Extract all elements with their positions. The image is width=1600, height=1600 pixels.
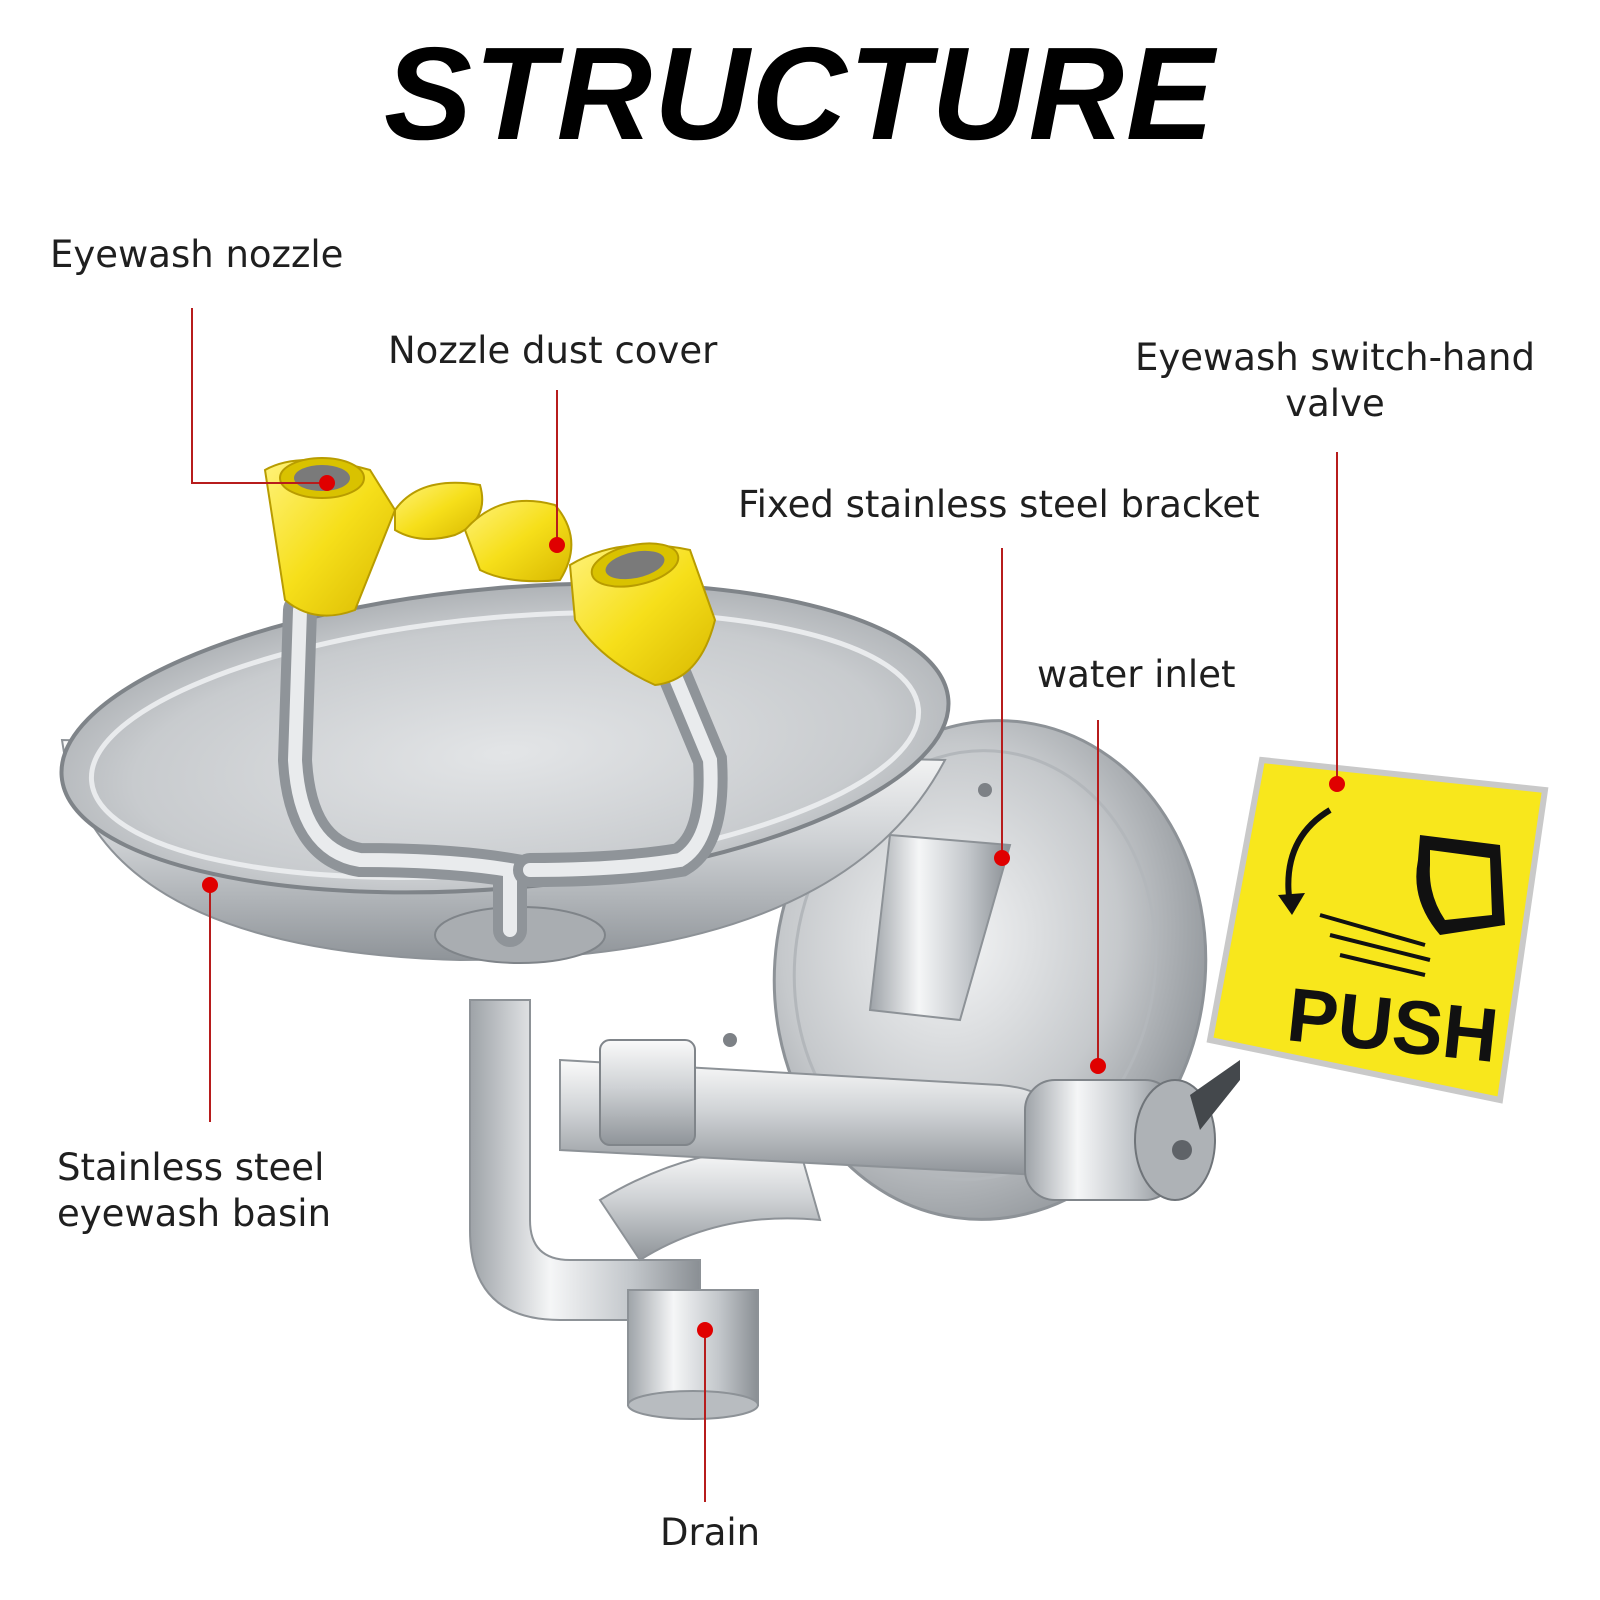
- leader-eyewash-nozzle: [191, 308, 325, 484]
- label-basin: Stainless steel eyewash basin: [57, 1145, 331, 1237]
- dot-switch-hand-valve: [1329, 776, 1345, 792]
- dot-eyewash-nozzle: [319, 475, 335, 491]
- page-title: STRUCTURE: [384, 20, 1216, 167]
- label-basin-line1: Stainless steel: [57, 1146, 325, 1189]
- marker-dots: [202, 475, 1345, 1338]
- dot-water-inlet: [1090, 1058, 1106, 1074]
- dot-drain: [697, 1322, 713, 1338]
- leader-lines: [191, 308, 1338, 1502]
- dot-nozzle-dust-cover: [549, 537, 565, 553]
- label-switch-hand-valve-line2: valve: [1285, 382, 1385, 425]
- dot-basin: [202, 877, 218, 893]
- drain-pipe-shape: [469, 999, 822, 1420]
- label-eyewash-nozzle: Eyewash nozzle: [50, 233, 344, 276]
- push-sign: PUSH: [1206, 756, 1549, 1104]
- label-water-inlet: water inlet: [1037, 653, 1236, 696]
- label-switch-hand-valve: Eyewash switch-hand valve: [1125, 335, 1545, 427]
- label-basin-line2: eyewash basin: [57, 1192, 332, 1235]
- nozzle-riser-shape: [277, 593, 728, 947]
- eyewash-nozzle-shapes: [263, 457, 717, 687]
- label-nozzle-dust-cover: Nozzle dust cover: [388, 329, 718, 372]
- label-fixed-bracket: Fixed stainless steel bracket: [738, 483, 1260, 526]
- label-drain: Drain: [660, 1511, 761, 1554]
- label-switch-hand-valve-line1: Eyewash switch-hand: [1135, 336, 1535, 379]
- supply-pipe-shape: [559, 1039, 1240, 1201]
- dot-fixed-bracket: [994, 850, 1010, 866]
